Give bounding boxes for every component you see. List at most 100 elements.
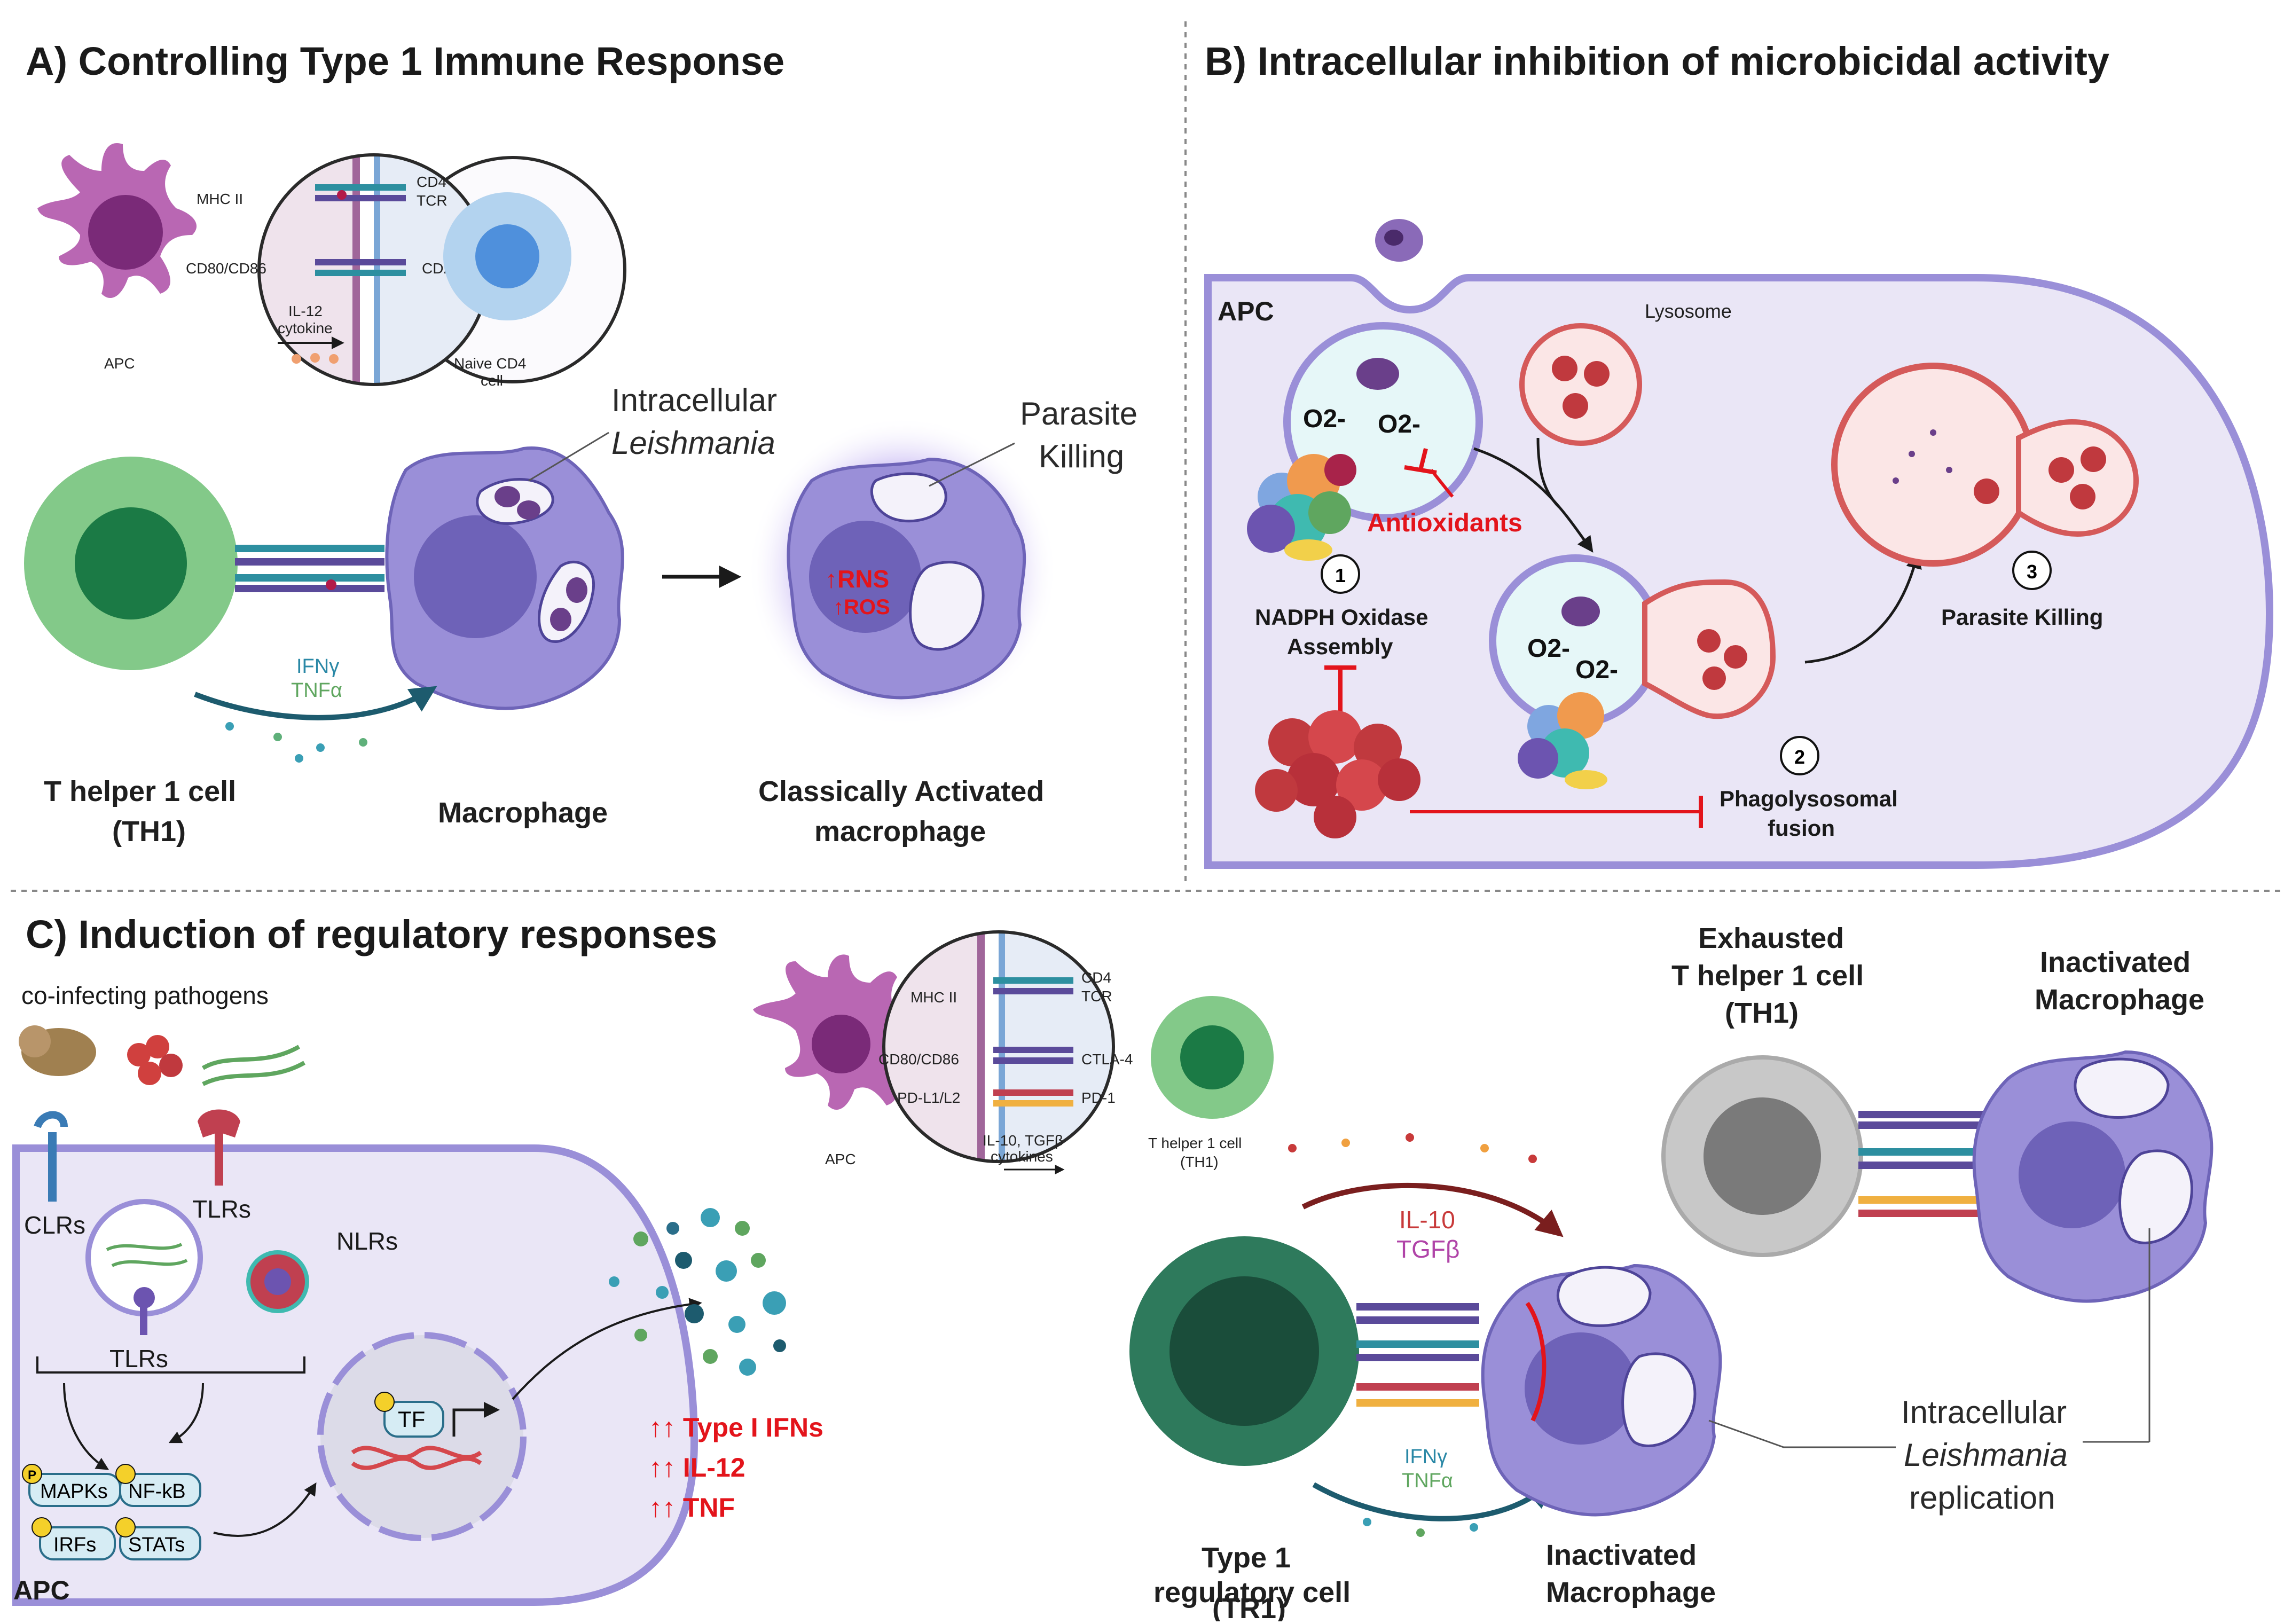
step-2: 2 [1794, 746, 1805, 768]
panel-c-inset: APC MHC II CD4 TCR CD80/CD86 CTLA-4 PD-L… [753, 930, 1274, 1174]
phago-label-1: Phagolysosomal [1720, 786, 1898, 811]
o2-label-2: O2- [1378, 410, 1420, 438]
apc-b-label: APC [1218, 296, 1274, 326]
inset-a-cd80: CD80/CD86 [186, 260, 266, 277]
phago-label-2: fusion [1768, 815, 1835, 841]
inset-c-il10: IL-10, TGFβ [983, 1132, 1063, 1149]
tgfb-label: TGFβ [1396, 1235, 1459, 1263]
antioxidants-label: Antioxidants [1367, 509, 1522, 537]
apc-c-label: APC [13, 1575, 70, 1605]
panel-a-inset: APC MHC II CD4 [37, 143, 626, 389]
macrophage-label: Macrophage [438, 797, 608, 829]
lysosome-label: Lysosome [1645, 300, 1732, 322]
inset-a-cytokine: cytokine [278, 320, 333, 336]
killing-label: Killing [1039, 438, 1124, 474]
lysosome [1519, 323, 1642, 446]
inset-a-cd4: CD4 [417, 174, 446, 190]
panel-a: A) Controlling Type 1 Immune Response AP… [24, 39, 1137, 848]
intracellular-label: Intracellular [611, 382, 777, 418]
inset-a-apc-label: APC [104, 355, 135, 372]
tr1-label-2: regulatory cell [1153, 1576, 1351, 1609]
exhausted-th1-nucleus [1704, 1097, 1821, 1215]
tr1-label-3: (TR1) [1212, 1592, 1286, 1621]
parasite-killing-b: Parasite Killing [1941, 605, 2103, 630]
cytokine-arrow [194, 686, 437, 720]
il10-label: IL-10 [1399, 1206, 1455, 1234]
out-tnf: ↑↑ TNF [649, 1493, 735, 1523]
tlrs-label: TLRs [192, 1195, 251, 1223]
repl-label-3: replication [1909, 1480, 2055, 1516]
repl-label-2: Leishmania [1904, 1437, 2068, 1473]
panel-a-title: A) Controlling Type 1 Immune Response [26, 39, 784, 83]
inset-a-naive: Naive CD4 [454, 355, 526, 372]
tf-label: TF [398, 1407, 425, 1432]
inset-c-ctla4: CTLA-4 [1081, 1051, 1133, 1068]
classic-label-2: macrophage [814, 815, 986, 848]
irfs-label: IRFs [53, 1534, 96, 1556]
nlrs-label: NLRs [336, 1227, 398, 1255]
inset-c-cytokines: cytokines [991, 1148, 1053, 1165]
o2-label-4: O2- [1575, 656, 1618, 684]
coinfect-label: co-infecting pathogens [21, 982, 269, 1009]
panel-c-title: C) Induction of regulatory responses [26, 912, 717, 956]
inset-a-mhc: MHC II [197, 191, 243, 207]
p-badge-1: P [28, 1468, 36, 1482]
rns-label: ↑RNS [825, 565, 889, 593]
inset-c-pd1: PD-1 [1081, 1089, 1116, 1106]
inset-c-pdl: PD-L1/L2 [897, 1089, 960, 1106]
nadph-complex-1 [1247, 454, 1356, 561]
tnfa-c-label: TNFα [1402, 1470, 1453, 1492]
inset-c-mhc: MHC II [910, 989, 957, 1006]
mapks-label: MAPKs [40, 1480, 108, 1503]
inset-a-naive2: cell [481, 372, 503, 389]
ros-label: ↑ROS [833, 595, 890, 619]
stats-label: STATs [128, 1534, 185, 1556]
tnfa-label: TNFα [291, 679, 342, 702]
o2-label-1: O2- [1303, 405, 1346, 433]
nfkb-label: NF-kB [128, 1480, 186, 1503]
exh-label-3: (TH1) [1725, 997, 1799, 1029]
th1-nucleus [75, 507, 187, 619]
panel-b-title: B) Intracellular inhibition of microbici… [1205, 39, 2109, 83]
cytokine-burst [609, 1208, 786, 1376]
leishmania-label: Leishmania [611, 425, 775, 461]
step-1: 1 [1335, 564, 1346, 586]
exh-label-1: Exhausted [1698, 922, 1844, 954]
inact-bottom-1: Inactivated [1546, 1539, 1697, 1571]
phagolysosome [1831, 363, 2035, 567]
th1-sub-label: (TH1) [112, 815, 186, 848]
nadph-complex-2 [1518, 692, 1607, 789]
ifng-label: IFNγ [296, 655, 339, 678]
inset-c-th1-sub: (TH1) [1180, 1154, 1219, 1170]
out-type1-ifns: ↑↑ Type I IFNs [649, 1413, 823, 1442]
inset-a-tcr: TCR [417, 192, 448, 209]
clrs-label: CLRs [24, 1211, 85, 1239]
inset-a-il12: IL-12 [288, 303, 323, 319]
step-3: 3 [2027, 561, 2037, 583]
parasite-inhibitor-cluster [1255, 710, 1420, 838]
tr1-label-1: Type 1 [1202, 1542, 1291, 1574]
inact-top-2: Macrophage [2035, 984, 2204, 1016]
exh-label-2: T helper 1 cell [1671, 960, 1864, 992]
panel-c: C) Induction of regulatory responses co-… [12, 912, 2213, 1624]
macrophage-nucleus [414, 515, 537, 638]
parasite-label: Parasite [1020, 396, 1137, 432]
tr1-nucleus [1169, 1276, 1319, 1426]
inact-bottom-2: Macrophage [1546, 1576, 1716, 1609]
inset-c-apc: APC [825, 1151, 856, 1167]
nadph-label-2: Assembly [1287, 634, 1393, 659]
out-il12: ↑↑ IL-12 [649, 1453, 745, 1482]
inact-top-1: Inactivated [2040, 946, 2191, 978]
ifng-c-label: IFNγ [1404, 1446, 1447, 1468]
inset-c-cd80: CD80/CD86 [878, 1051, 959, 1068]
inset-c-th1: T helper 1 cell [1148, 1135, 1242, 1151]
inset-c-cd4: CD4 [1081, 969, 1111, 986]
nadph-label-1: NADPH Oxidase [1255, 605, 1428, 630]
panel-b: B) Intracellular inhibition of microbici… [1204, 39, 2274, 869]
classic-label-1: Classically Activated [758, 775, 1044, 807]
repl-label-1: Intracellular [1901, 1394, 2067, 1430]
naive-nucleus [475, 224, 539, 288]
inset-c-tcr: TCR [1081, 988, 1112, 1005]
apc-nucleus [88, 195, 163, 270]
